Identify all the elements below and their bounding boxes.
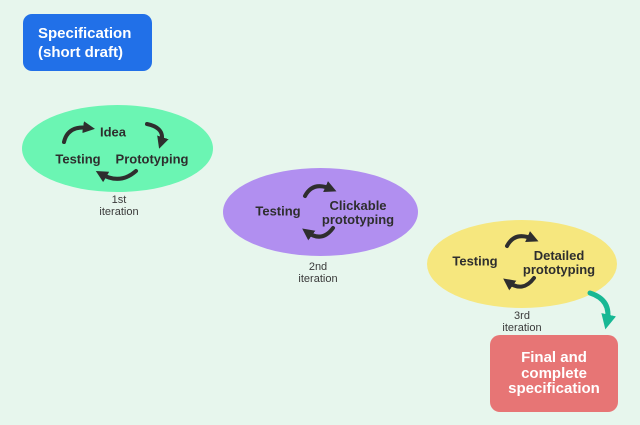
iteration-3-caption: 3rd iteration — [502, 310, 541, 334]
iteration-3-caption-line1: 3rd — [514, 310, 530, 322]
cycle3-label-detailed-prototyping: Detailed prototyping — [523, 249, 595, 277]
iteration-3-caption-line2: iteration — [502, 322, 542, 334]
cycle3-label-right-line1: Detailed — [533, 248, 585, 263]
specification-box-line1: Specification — [38, 24, 132, 42]
final-box-line3: specification — [508, 380, 600, 398]
cycle2-label-clickable-prototyping: Clickable prototyping — [322, 199, 394, 227]
iteration-1-caption: 1st iteration — [99, 194, 138, 218]
flow-arrow-to-final-icon — [587, 290, 616, 330]
cycle2-label-right-line1: Clickable — [329, 198, 387, 213]
final-box-line1: Final and — [521, 349, 587, 367]
iteration-2-caption-line2: iteration — [298, 273, 338, 285]
cycle3-label-right-line2: prototyping — [522, 262, 596, 277]
iteration-2-caption-line1: 2nd — [308, 261, 328, 273]
cycle1-label-prototyping: Prototyping — [115, 151, 189, 167]
iteration-1-caption-line1: 1st — [111, 194, 127, 206]
iteration-2-ellipse — [223, 168, 418, 256]
final-specification-box: Final and complete specification — [490, 335, 618, 412]
cycle2-label-testing: Testing — [255, 203, 301, 219]
cycle1-label-idea: Idea — [99, 124, 127, 140]
iteration-2-caption: 2nd iteration — [298, 261, 337, 285]
iteration-1-ellipse — [22, 105, 213, 192]
final-box-line2: complete — [521, 364, 587, 382]
specification-box: Specification (short draft) — [23, 14, 152, 71]
cycle1-label-testing: Testing — [55, 151, 101, 167]
cycle2-label-right-line2: prototyping — [321, 212, 395, 227]
iteration-1-caption-line2: iteration — [99, 206, 139, 218]
cycle3-label-testing: Testing — [452, 253, 498, 269]
specification-box-line2: (short draft) — [38, 43, 123, 61]
